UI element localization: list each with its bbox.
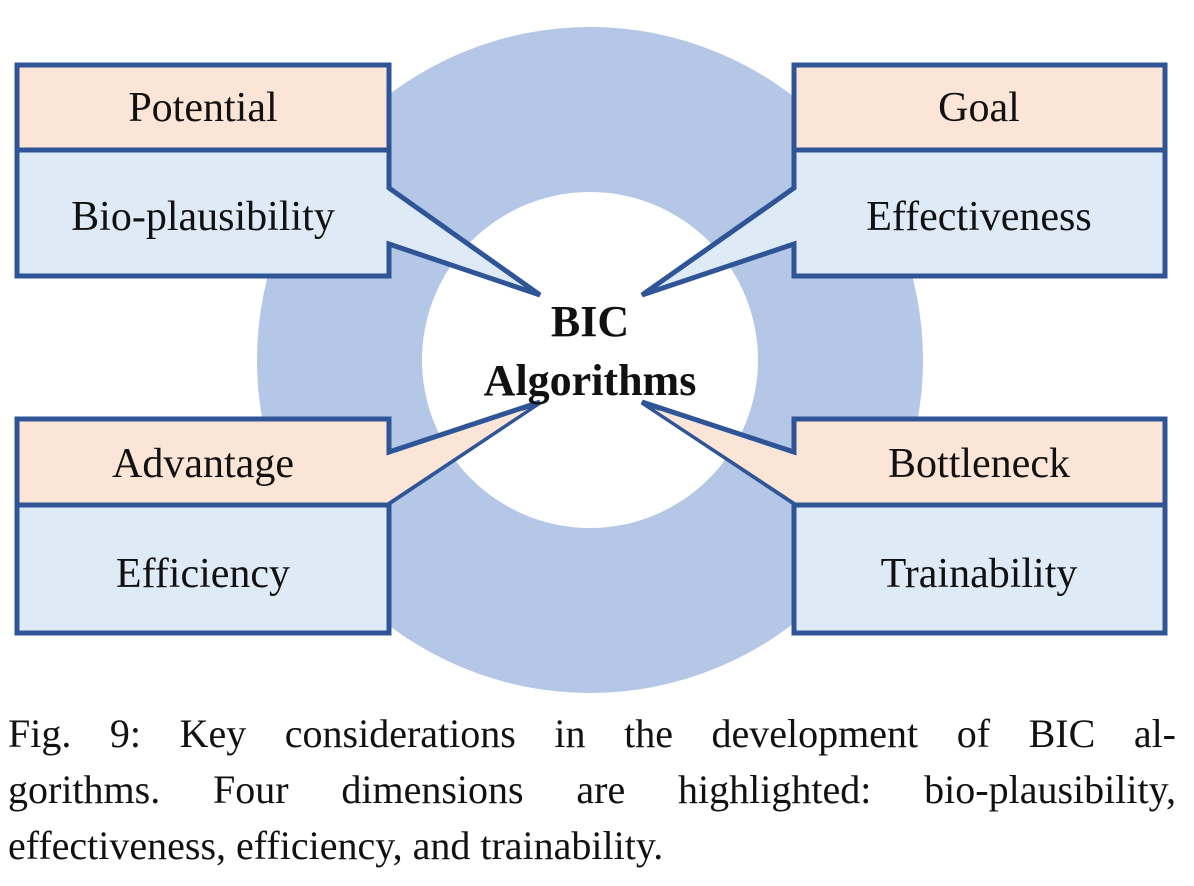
bic-considerations-diagram: Potential Bio-plausibility Goal Effectiv… (14, 27, 1168, 693)
callout-bottleneck-header-text: Bottleneck (888, 441, 1070, 487)
callout-bottleneck-body-text: Trainability (881, 551, 1078, 597)
callout-advantage: Advantage Efficiency (14, 399, 542, 636)
callout-goal-header (796, 67, 1163, 150)
callout-bottleneck-header (654, 409, 1163, 503)
callout-goal: Goal Effectiveness (640, 62, 1168, 298)
center-label-line1: BIC (551, 297, 629, 346)
caption-line-1: Fig. 9: Key considerations in the develo… (8, 711, 1176, 756)
callout-advantage-body-text: Efficiency (116, 551, 290, 597)
callout-potential-body-text: Bio-plausibility (71, 194, 335, 240)
caption-line-3: effectiveness, efficiency, and trainabil… (8, 823, 664, 868)
callout-advantage-header (19, 409, 528, 503)
caption-line-2: gorithms. Four dimensions are highlighte… (8, 767, 1176, 812)
callout-advantage-header-text: Advantage (112, 441, 294, 487)
callout-potential-header (19, 67, 387, 150)
figure-caption: Fig. 9: Key considerations in the develo… (8, 706, 1176, 874)
callout-potential: Potential Bio-plausibility (14, 62, 542, 298)
center-label-line2: Algorithms (484, 356, 697, 405)
callout-bottleneck: Bottleneck Trainability (640, 399, 1168, 636)
callout-goal-body-text: Effectiveness (866, 194, 1091, 240)
callout-potential-header-text: Potential (128, 85, 277, 131)
callout-goal-header-text: Goal (938, 85, 1020, 131)
